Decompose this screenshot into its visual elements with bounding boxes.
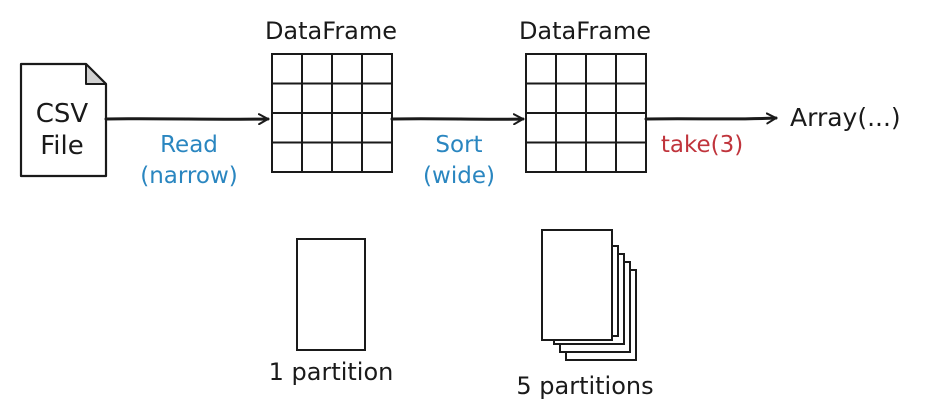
sort-step-label: Sort	[435, 132, 482, 158]
csv-file-icon	[19, 62, 108, 178]
csv-file-label-line1: CSV	[36, 99, 89, 129]
single-partition-label: 1 partition	[269, 358, 394, 386]
take-arrow	[644, 112, 778, 125]
single-partition-sheet	[296, 238, 366, 351]
read-step-sublabel: (narrow)	[140, 163, 238, 189]
take-action-label: take(3)	[661, 132, 743, 158]
sort-step-sublabel: (wide)	[423, 163, 495, 189]
read-step-label: Read	[160, 132, 218, 158]
dataframe-1-title: DataFrame	[265, 17, 397, 45]
sort-arrow	[390, 113, 525, 126]
dataframe-2-grid	[525, 53, 647, 173]
read-arrow	[104, 113, 270, 126]
result-label: Array(...)	[790, 103, 901, 132]
five-partitions-stack	[541, 229, 637, 361]
dataframe-2-title: DataFrame	[519, 17, 651, 45]
five-partitions-label: 5 partitions	[516, 372, 653, 400]
csv-file-label-line2: File	[40, 131, 84, 161]
dataframe-1-grid	[271, 53, 393, 173]
